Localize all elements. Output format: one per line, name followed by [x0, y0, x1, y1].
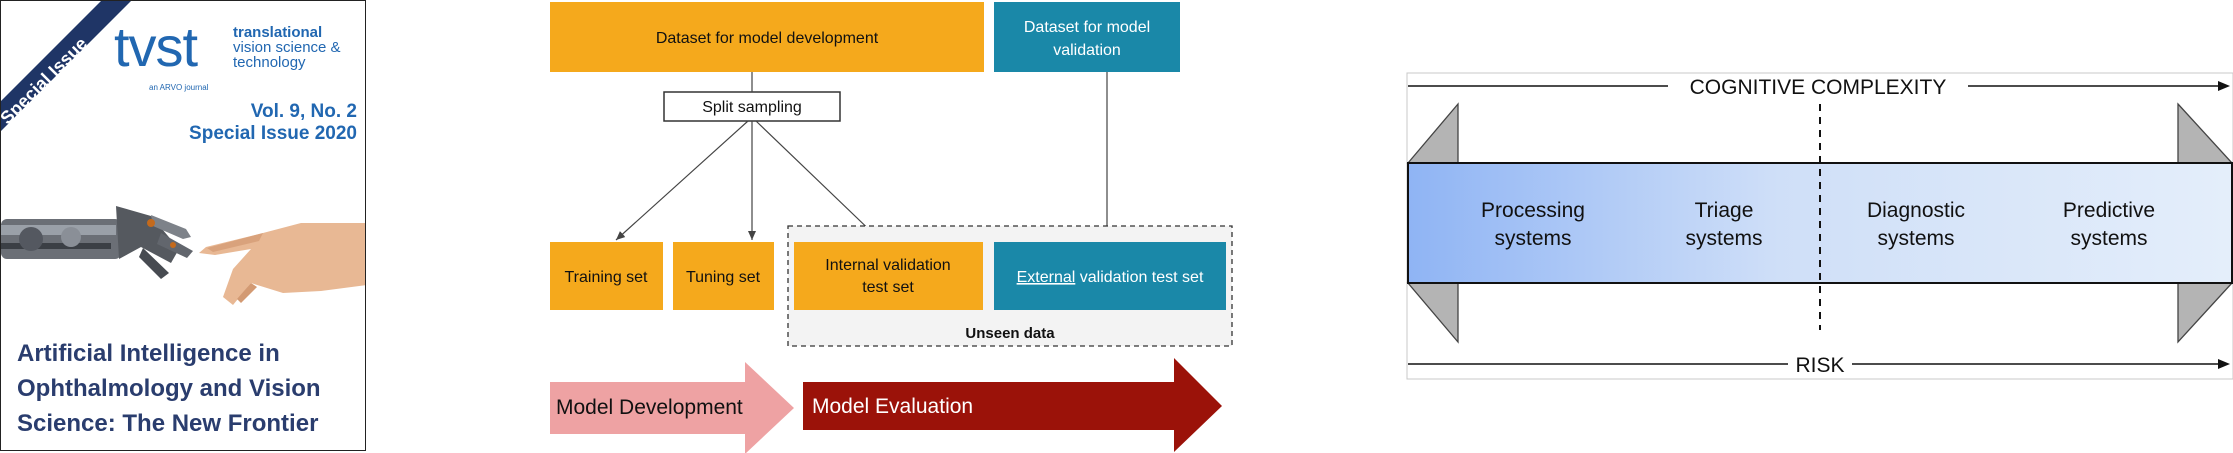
external-test-box: [994, 242, 1226, 310]
model-development-label: Model Development: [556, 396, 743, 419]
journal-cover: Special Issue tvst an ARVO journal trans…: [0, 0, 366, 451]
dev-dataset-label: Dataset for model development: [656, 30, 879, 47]
robot-hand-image: [1, 206, 193, 279]
predictive-systems-line-1: Predictive: [2063, 199, 2155, 222]
issue-label: Special Issue 2020: [189, 123, 357, 144]
processing-systems: Processing systems: [1481, 199, 1585, 250]
model-flow-diagram: Dataset for model development Dataset fo…: [550, 2, 1233, 453]
training-set-box: [550, 242, 663, 310]
diagnostic-systems-line-1: Diagnostic: [1867, 199, 1965, 222]
journal-name-line-3: technology: [233, 54, 306, 71]
journal-name-line-1: translational: [233, 24, 323, 41]
special-issue-ribbon: [1, 1, 131, 131]
internal-test-box: [794, 242, 983, 310]
cover-title: Artificial Intelligence in Ophthalmology…: [17, 336, 357, 441]
arrow-to-internal: [755, 120, 881, 241]
val-dataset-label-line-2: validation: [1053, 42, 1121, 59]
unseen-data-label: Unseen data: [965, 325, 1055, 342]
tuning-set-label: Tuning set: [686, 269, 761, 286]
diagnostic-systems: Diagnostic systems: [1867, 199, 1965, 250]
volume-number: Vol. 9, No. 2: [250, 101, 357, 122]
external-rest: validation test set: [1075, 269, 1204, 286]
external-word: External: [1017, 269, 1076, 286]
tvst-logo: tvst: [114, 15, 198, 78]
issue-info: Vol. 9, No. 2 Special Issue 2020: [189, 101, 357, 145]
training-set-label: Training set: [565, 269, 649, 286]
cover-artwork: Special Issue: [1, 1, 365, 305]
model-evaluation-label: Model Evaluation: [812, 395, 973, 418]
internal-test-label-line-1: Internal validation: [825, 257, 950, 274]
ai-systems-spectrum: COGNITIVE COMPLEXITY Processing systems …: [1406, 72, 2233, 380]
diagnostic-systems-line-2: systems: [1877, 227, 1954, 250]
triage-systems-line-1: Triage: [1695, 199, 1754, 222]
split-sampling-box: [663, 91, 841, 122]
external-test-label: External validation test set: [1017, 269, 1204, 286]
ribbon-label: Special Issue: [1, 33, 91, 128]
predictive-systems-line-2: systems: [2070, 227, 2147, 250]
model-development-arrow: [550, 362, 794, 453]
val-dataset-label-line-1: Dataset for model: [1024, 19, 1150, 36]
triage-systems: Triage systems: [1685, 199, 1762, 250]
tuning-set-box: [673, 242, 774, 310]
cover-title-line-2: Ophthalmology and Vision: [17, 375, 321, 402]
cover-title-line-3: Science: The New Frontier: [17, 410, 319, 437]
risk-arrowhead: [2218, 359, 2230, 369]
processing-systems-line-1: Processing: [1481, 199, 1585, 222]
processing-systems-line-2: systems: [1494, 227, 1571, 250]
predictive-systems: Predictive systems: [2063, 199, 2155, 250]
triage-systems-line-2: systems: [1685, 227, 1762, 250]
complexity-label: COGNITIVE COMPLEXITY: [1690, 76, 1947, 99]
val-dataset-box: [994, 2, 1180, 72]
internal-test-label-line-2: test set: [862, 279, 914, 296]
arvo-tagline: an ARVO journal: [149, 83, 209, 92]
arrow-to-training: [615, 120, 749, 241]
split-sampling-label: Split sampling: [702, 99, 802, 116]
journal-name: translational vision science & technolog…: [233, 25, 365, 70]
cover-title-line-1: Artificial Intelligence in: [17, 340, 280, 367]
dev-dataset-box: [550, 2, 984, 72]
journal-name-line-2: vision science &: [233, 39, 341, 56]
risk-label: RISK: [1795, 354, 1844, 377]
model-evaluation-arrow: [803, 358, 1222, 452]
complexity-arrowhead: [2218, 81, 2230, 91]
human-hand-image: [199, 223, 365, 305]
